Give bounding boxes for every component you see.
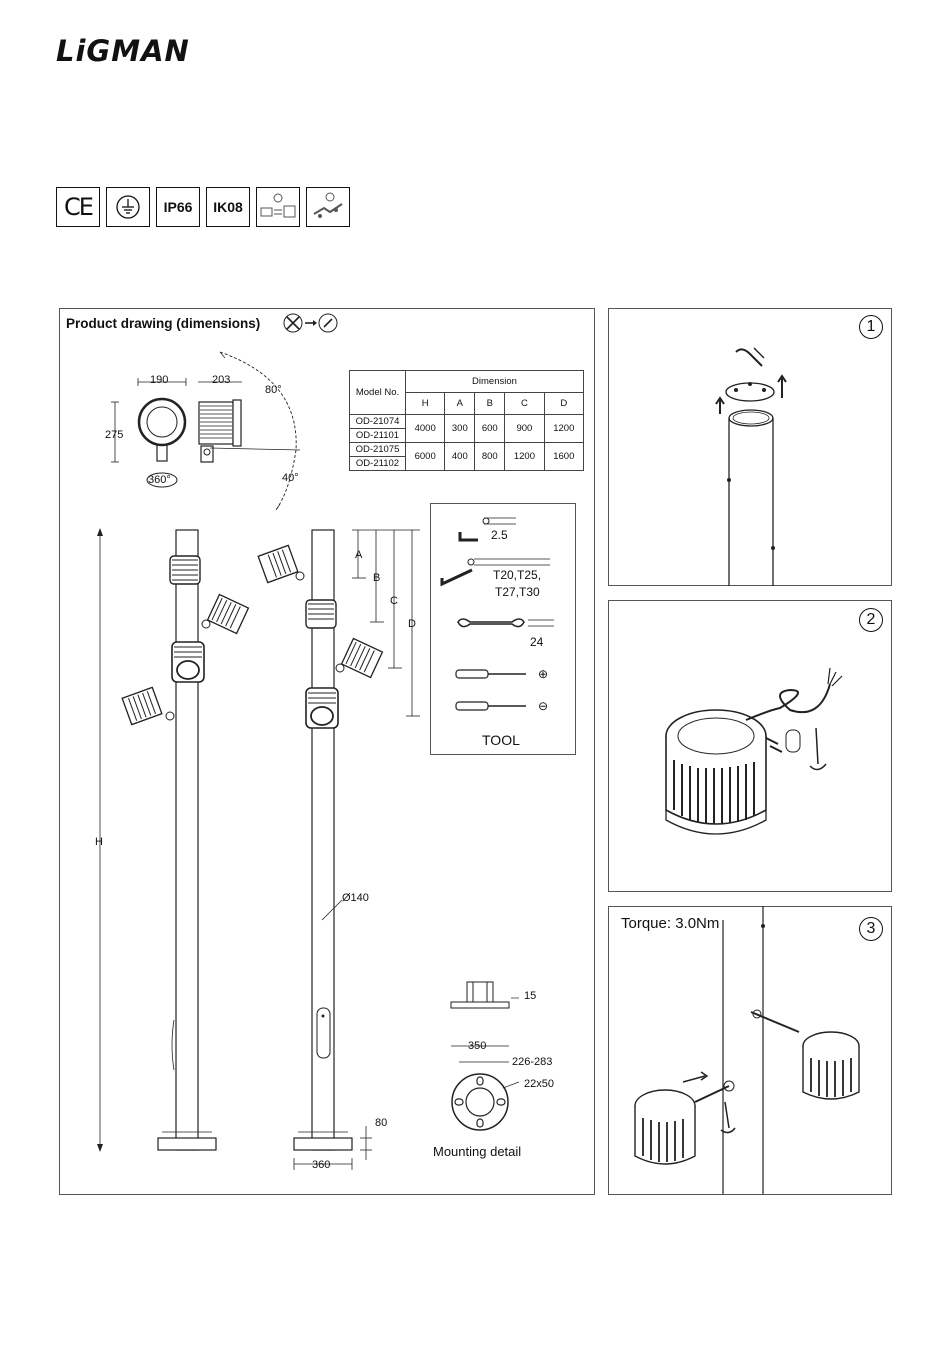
- dim-head-width-side: 203: [212, 374, 230, 386]
- value-cell: 300: [445, 415, 475, 443]
- tool-replaceable-icon: [306, 187, 350, 227]
- col-header: H: [406, 393, 445, 415]
- hex-key-size: 2.5: [491, 528, 508, 542]
- dim-head-height: 275: [105, 429, 123, 441]
- torx-sizes-1: T20,T25,: [493, 568, 541, 582]
- dim-label-b: B: [373, 572, 380, 584]
- mount-bolt-circle: 226-283: [512, 1056, 552, 1068]
- dim-tilt-up: 80°: [265, 384, 282, 396]
- step-number: 2: [859, 608, 883, 632]
- mounting-detail-title: Mounting detail: [433, 1144, 521, 1159]
- ip66-badge: IP66: [156, 187, 200, 227]
- step-2-illustration: [660, 660, 860, 840]
- driver-replaceable-icon: [256, 187, 300, 227]
- torx-sizes-2: T27,T30: [495, 585, 540, 599]
- base-width-label: 360: [312, 1159, 330, 1171]
- step-1-illustration: [700, 340, 810, 586]
- flat-screwdriver-icon: ⊖: [538, 699, 548, 713]
- mount-base-width: 350: [468, 1040, 486, 1052]
- col-header: C: [505, 393, 544, 415]
- model-cell: OD-21074: [350, 415, 406, 429]
- dim-label-d: D: [408, 618, 416, 630]
- dim-rotation: 360°: [148, 474, 171, 486]
- earth-ground-icon: [106, 187, 150, 227]
- value-cell: 900: [505, 415, 544, 443]
- value-cell: 4000: [406, 415, 445, 443]
- value-cell: 1600: [544, 443, 583, 471]
- wrench-size: 24: [530, 635, 543, 649]
- value-cell: 6000: [406, 443, 445, 471]
- ik08-badge: IK08: [206, 187, 250, 227]
- col-header: A: [445, 393, 475, 415]
- model-cell: OD-21102: [350, 457, 406, 471]
- dim-head-width-front: 190: [150, 374, 168, 386]
- model-header: Model No.: [350, 371, 406, 415]
- model-cell: OD-21101: [350, 429, 406, 443]
- value-cell: 400: [445, 443, 475, 471]
- value-cell: 1200: [505, 443, 544, 471]
- dim-label-a: A: [355, 549, 362, 561]
- dimension-table: Model No. Dimension H A B C D OD-21074 4…: [349, 370, 584, 471]
- step-3-illustration: [609, 906, 891, 1194]
- model-cell: OD-21075: [350, 443, 406, 457]
- value-cell: 800: [475, 443, 505, 471]
- value-cell: 1200: [544, 415, 583, 443]
- dim-label-h: H: [95, 836, 103, 848]
- dimension-header: Dimension: [406, 371, 584, 393]
- tool-title: TOOL: [482, 732, 520, 748]
- ce-mark-icon: CE: [56, 187, 100, 227]
- mount-thickness: 15: [524, 990, 536, 1002]
- col-header: D: [544, 393, 583, 415]
- product-drawing-title: Product drawing (dimensions): [66, 316, 260, 331]
- pole-elevation-drawing: [90, 520, 430, 1180]
- pole-diameter-label: Ø140: [342, 892, 369, 904]
- step-number: 1: [859, 315, 883, 339]
- phillips-icon: ⊕: [538, 667, 548, 681]
- replaceable-driver-icon: [282, 311, 342, 340]
- col-header: B: [475, 393, 505, 415]
- luminaire-head-views: [100, 350, 320, 520]
- value-cell: 600: [475, 415, 505, 443]
- dim-tilt-down: 40°: [282, 472, 299, 484]
- base-height-label: 80: [375, 1117, 387, 1129]
- mount-slot-size: 22x50: [524, 1078, 554, 1090]
- dim-label-c: C: [390, 595, 398, 607]
- brand-logo: LiGMAN: [56, 34, 190, 68]
